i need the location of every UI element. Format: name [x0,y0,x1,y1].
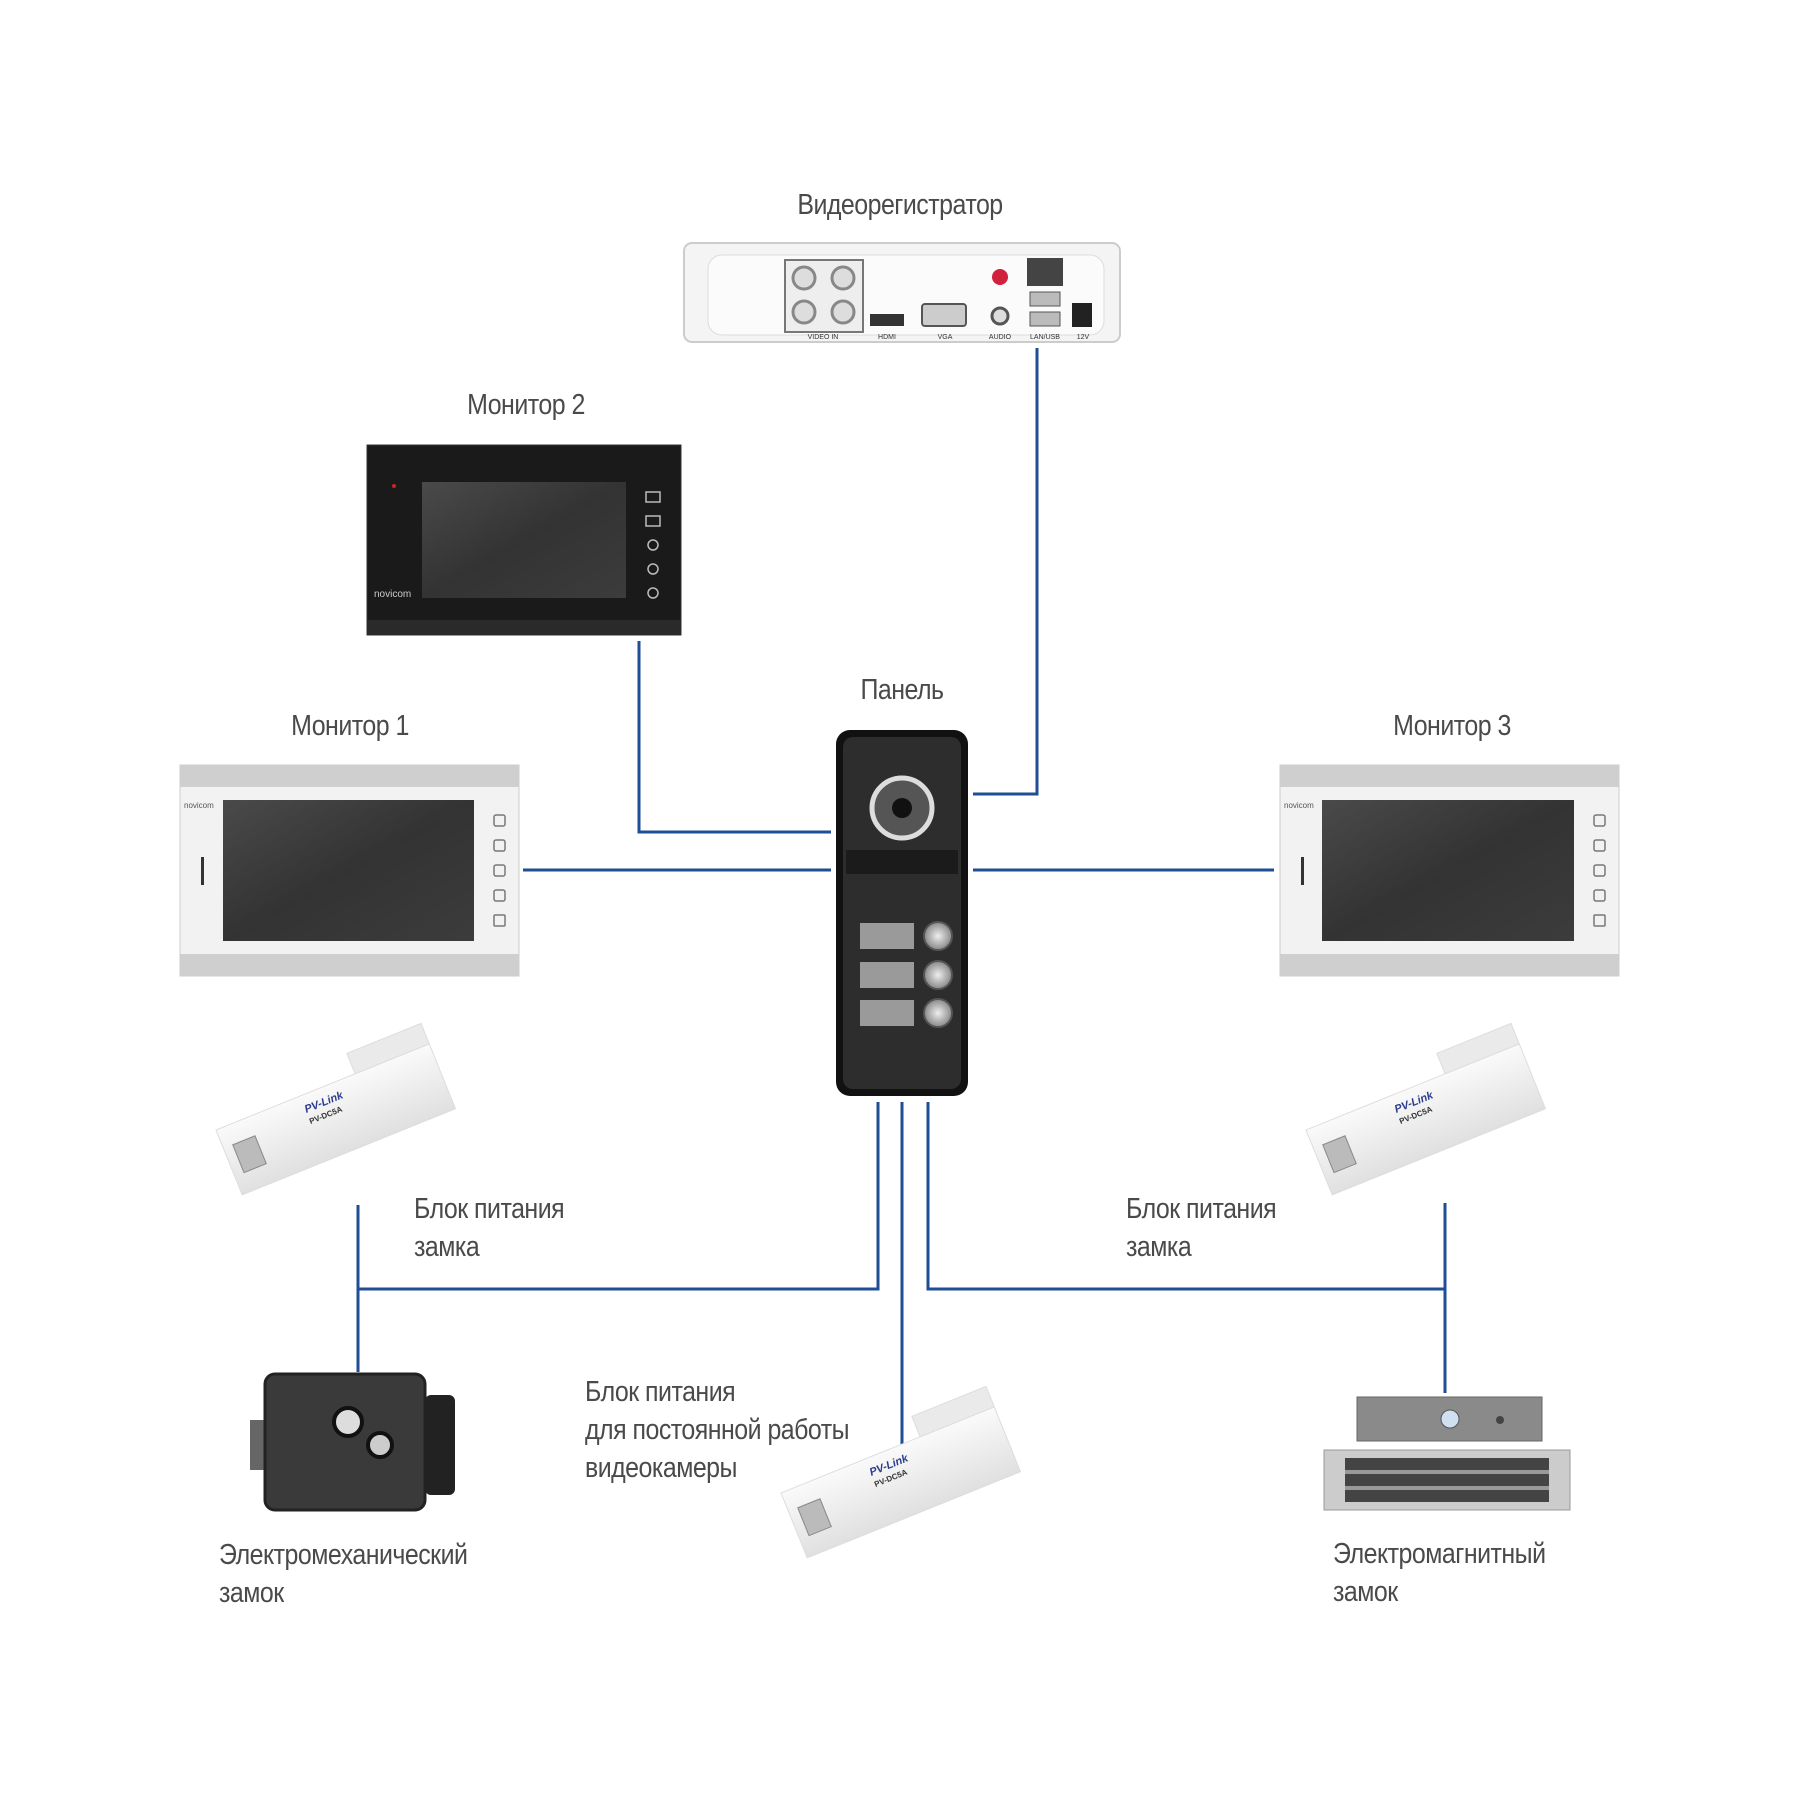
label-line: Блок питания [414,1193,565,1225]
door-panel-device [836,730,968,1096]
label-line: видеокамеры [585,1452,737,1484]
label-line: замка [414,1231,480,1263]
psu-camera-label: Блок питания для постоянной работы видео… [585,1373,850,1487]
label-line: замок [1333,1576,1398,1608]
psu-left-device: PV-Link PV-DC5A [215,1022,457,1196]
electromechanical-lock-device [250,1372,455,1512]
monitor-3-device: novicom [1279,764,1620,977]
monitor-brand-logo: novicom [184,801,214,810]
label-line: Блок питания [1126,1193,1277,1225]
wire-dvr-panel [973,348,1039,796]
psu-left-label: Блок питания замка [414,1190,565,1266]
electromechanical-lock-label: Электромеханический замок [219,1536,468,1612]
dvr-port-label: LAN/USB [1030,334,1060,341]
electromagnetic-lock-label: Электромагнитный замок [1333,1535,1546,1611]
monitor-brand-logo: novicom [374,589,411,600]
psu-right-device: PV-Link PV-DC5A [1305,1022,1547,1196]
wires [356,348,1447,1452]
panel-label: Панель [860,674,944,706]
monitor-1-label: Монитор 1 [291,710,409,742]
dvr-port-label: VIDEO IN [808,334,839,341]
dvr-port-label: HDMI [878,334,896,341]
monitor-1-device: novicom [179,764,520,977]
label-line: замок [219,1577,284,1609]
label-line: замка [1126,1231,1192,1263]
monitor-3-label: Монитор 3 [1393,710,1511,742]
dvr-label: Видеорегистратор [797,189,1003,221]
psu-camera-device: PV-Link PV-DC5A [780,1385,1022,1559]
electromagnetic-lock-device [1323,1396,1571,1511]
dvr-port-label: 12V [1077,334,1090,341]
label-line: Блок питания [585,1376,736,1408]
psu-right-label: Блок питания замка [1126,1190,1277,1266]
dvr-device: VIDEO IN HDMI VGA AUDIO LAN/USB 12V [683,242,1121,343]
wire-panel-left-lock [358,1102,880,1291]
label-line: для постоянной работы [585,1414,850,1446]
monitor-2-label: Монитор 2 [467,389,585,421]
dvr-port-label: VGA [938,334,953,341]
wire-panel-right-lock [926,1102,1445,1291]
wire-monitor2-panel [637,641,831,834]
dvr-port-label: AUDIO [989,334,1012,341]
monitor-2-device: novicom [366,444,682,636]
label-line: Электромагнитный [1333,1538,1546,1570]
label-line: Электромеханический [219,1539,468,1571]
monitor-brand-logo: novicom [1284,801,1314,810]
